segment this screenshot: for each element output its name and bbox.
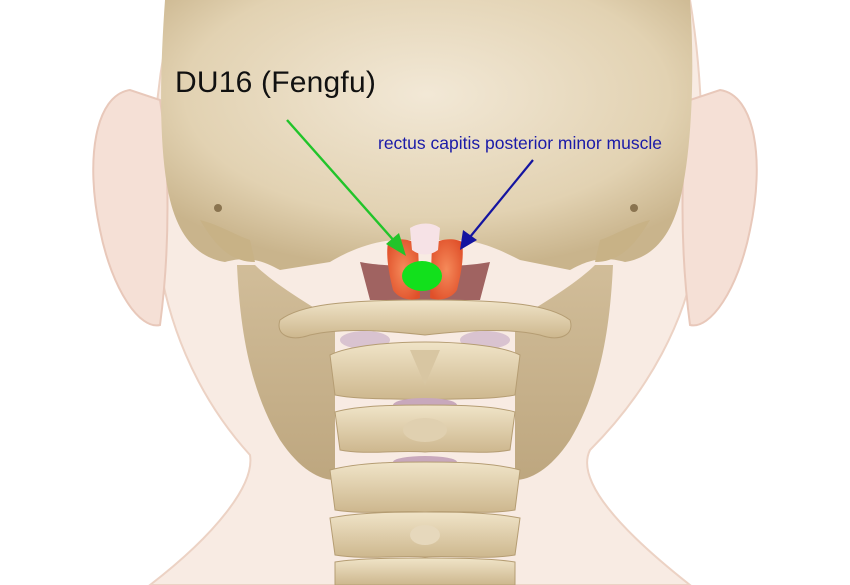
structure-arrow — [460, 159, 534, 250]
acupoint-marker[interactable] — [402, 261, 442, 291]
acupoint-label: DU16 (Fengfu) — [175, 66, 377, 99]
left-ear — [92, 88, 169, 327]
cervical-spine — [278, 299, 572, 585]
structure-label: rectus capitis posterior minor muscle — [378, 133, 662, 153]
acupoint-arrow — [286, 119, 406, 256]
skull — [161, 0, 693, 270]
right-ear — [681, 88, 758, 327]
